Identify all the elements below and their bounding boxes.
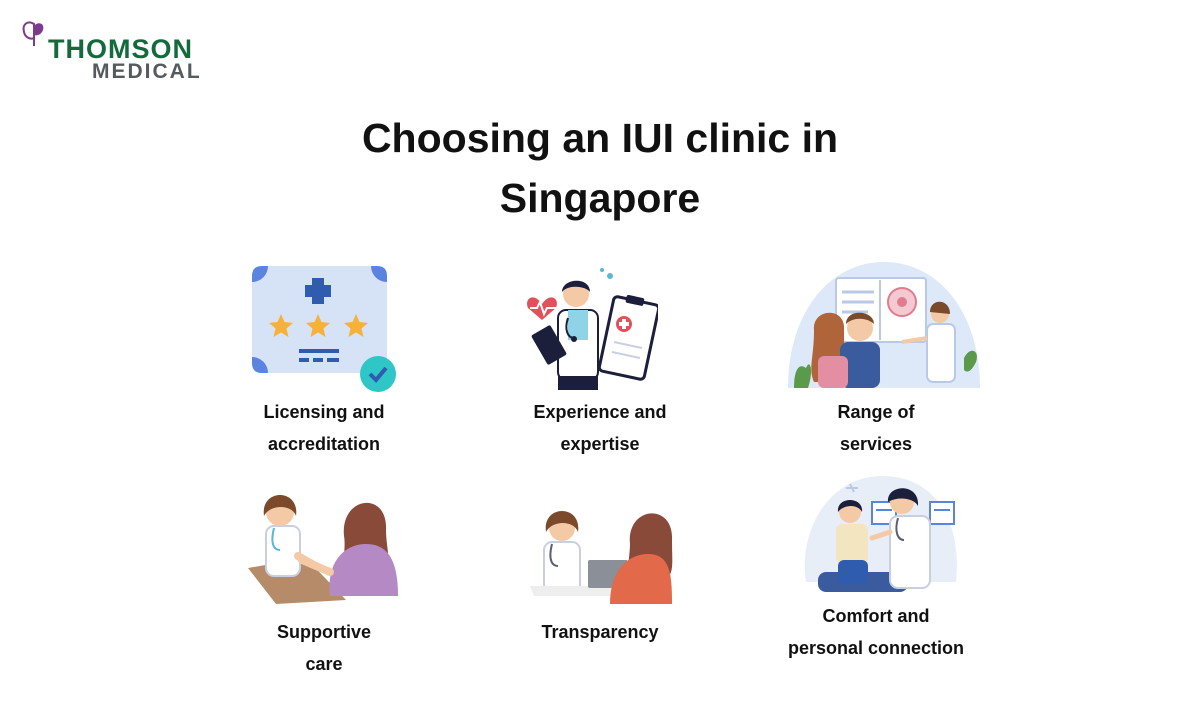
item-supportive: Supportive care [194,616,454,680]
item-range-line2: services [839,434,913,454]
item-comfort-line1: Comfort and [822,606,930,626]
consultation-laptop-icon [530,511,673,604]
page-title-line2: Singapore [499,175,701,221]
item-licensing: Licensing and accreditation [194,396,454,460]
item-transparency-line1: Transparency [541,622,659,642]
hand-holding-icon [248,495,398,604]
item-comfort-line2: personal connection [787,638,965,658]
butterfly-icon [22,21,44,46]
item-transparency: Transparency [470,616,730,648]
item-supportive-line2: care [305,654,343,674]
item-licensing-line1: Licensing and [263,402,385,422]
item-licensing-line2: accreditation [267,434,381,454]
item-range: Range of services [746,396,1006,460]
item-supportive-line1: Supportive [276,622,371,642]
page-title: Choosing an IUI clinic in Singapore [300,108,900,228]
item-range-line1: Range of [837,402,915,422]
certificate-icon [252,266,396,392]
doctor-checkup-icon [804,476,957,592]
brand-logo[interactable]: THOMSON MEDICAL [20,20,220,84]
item-experience-line2: expertise [560,434,640,454]
item-comfort: Comfort and personal connection [746,600,1006,664]
brand-subname: MEDICAL [92,60,202,83]
item-experience: Experience and expertise [470,396,730,460]
brand-name: THOMSON [48,34,193,64]
doctor-clipboard-icon [527,268,658,390]
page-title-line1: Choosing an IUI clinic in [361,115,839,161]
item-experience-line1: Experience and [533,402,667,422]
clinic-consultation-icon [788,262,980,388]
